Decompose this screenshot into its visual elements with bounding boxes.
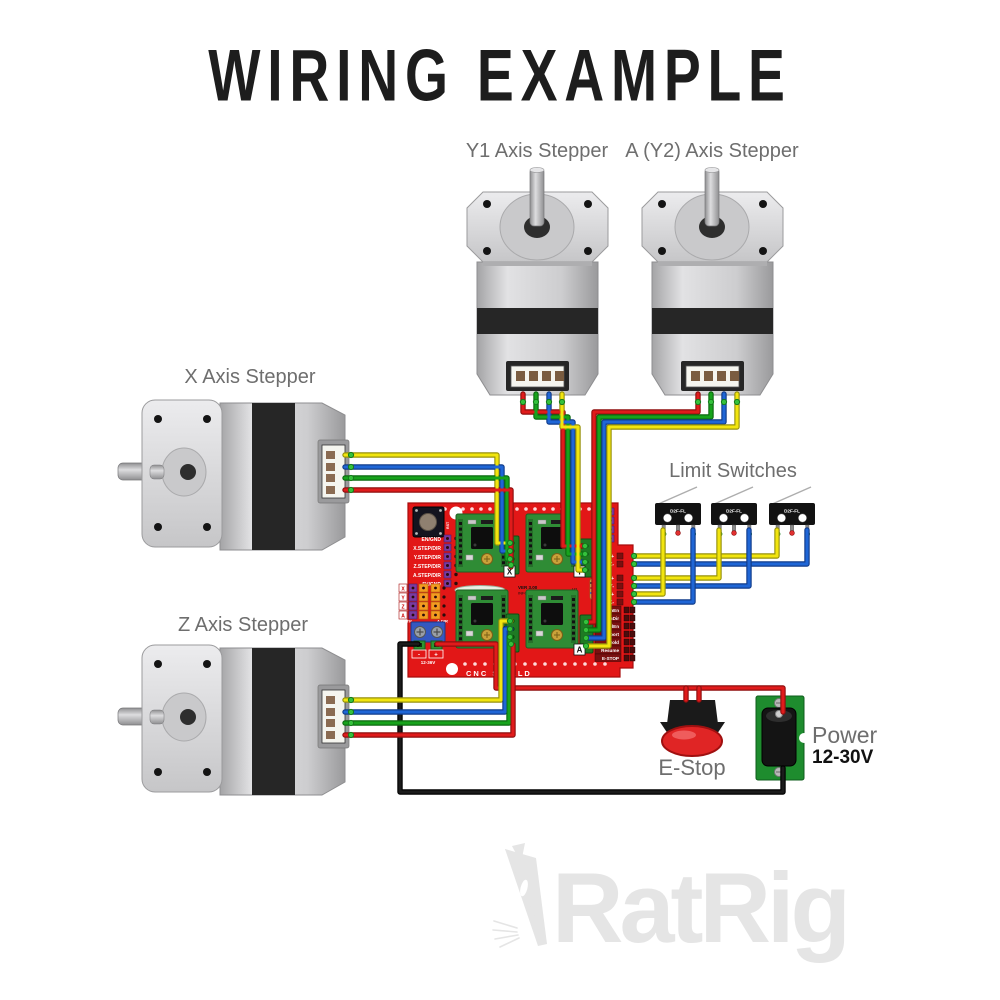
- jumper-grid: X Y Z A: [398, 583, 448, 624]
- x-axis-stepper: [117, 399, 350, 551]
- terminal-minus: -: [418, 653, 420, 659]
- label-x-stepper: X Axis Stepper: [184, 366, 316, 388]
- label-power: Power: [812, 722, 878, 748]
- label-y2-stepper: A (Y2) Axis Stepper: [625, 140, 799, 162]
- page-title: WIRING EXAMPLE: [208, 35, 792, 118]
- svg-text:A.STP: A.STP: [400, 619, 412, 624]
- barrel-jack: [761, 707, 797, 767]
- y1-axis-stepper: [466, 166, 609, 396]
- svg-text:Abort: Abort: [607, 632, 620, 637]
- wire-ferrules: [347, 398, 741, 739]
- svg-text:EN/GND: EN/GND: [422, 537, 442, 543]
- reset-label: RST: [446, 521, 450, 529]
- svg-text:A: A: [577, 646, 583, 655]
- svg-text:Z.STEP/DIR: Z.STEP/DIR: [413, 564, 441, 570]
- svg-text:A.DIR: A.DIR: [437, 619, 448, 624]
- svg-text:Resume: Resume: [601, 648, 619, 653]
- svg-text:Z: Z: [401, 605, 404, 611]
- svg-text:A.STEP/DIR: A.STEP/DIR: [413, 573, 441, 579]
- svg-text:Y: Y: [401, 596, 405, 602]
- a-y2-axis-stepper: [641, 166, 784, 396]
- svg-text:X.STEP/DIR: X.STEP/DIR: [413, 546, 441, 552]
- svg-text:E-STOP: E-STOP: [602, 656, 619, 661]
- estop-button: [660, 690, 725, 757]
- reset-button: RST: [412, 506, 450, 538]
- svg-text:A: A: [401, 614, 405, 620]
- svg-text:Z-: Z-: [609, 562, 614, 568]
- terminal-plus: +: [434, 653, 438, 659]
- z-axis-stepper: [117, 644, 350, 796]
- label-z-stepper: Z Axis Stepper: [177, 614, 309, 636]
- svg-text:Hold: Hold: [609, 640, 619, 645]
- version-text: VER 3.00: [518, 585, 538, 590]
- driver-a: [524, 588, 580, 650]
- svg-text:Y.STEP/DIR: Y.STEP/DIR: [414, 555, 442, 561]
- label-estop: E-Stop: [658, 755, 726, 780]
- svg-text:X: X: [401, 587, 405, 593]
- label-limit-switches: Limit Switches: [669, 460, 797, 482]
- label-y1-stepper: Y1 Axis Stepper: [465, 140, 609, 162]
- rat-logo-icon: [492, 843, 547, 948]
- mounting-hole: [446, 663, 458, 675]
- watermark-text: RatRig: [552, 852, 851, 963]
- input-voltage-label: 12-36V: [421, 660, 436, 665]
- svg-text:SpnEn: SpnEn: [604, 608, 619, 613]
- label-power-voltage: 12-30V: [812, 747, 874, 768]
- svg-text:Y-: Y-: [609, 584, 614, 590]
- svg-text:X: X: [507, 568, 513, 577]
